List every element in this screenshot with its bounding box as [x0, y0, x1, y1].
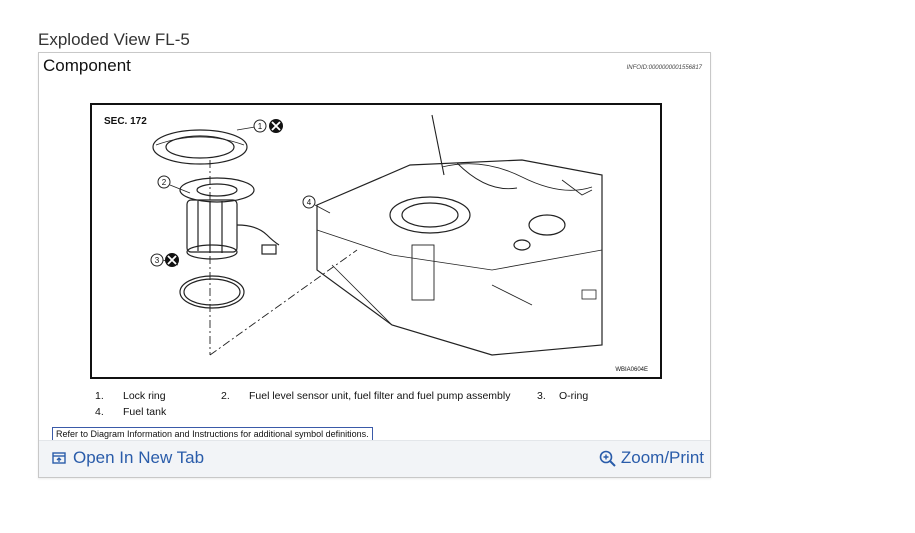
zoom-print-link[interactable]: Zoom/Print	[599, 448, 704, 468]
lock-ring-drawing	[152, 129, 248, 165]
callout-circle-3	[150, 253, 164, 267]
info-id: INFOID:0000000001556817	[626, 65, 702, 71]
callout-circle-1	[253, 119, 267, 133]
view-title: Exploded View FL-5	[38, 30, 190, 49]
fuel-tank-drawing	[316, 114, 603, 356]
open-in-new-tab-label: Open In New Tab	[73, 448, 205, 467]
legend-item-4: 4.Fuel tank	[95, 406, 167, 418]
callout-2: 2	[162, 178, 167, 187]
open-in-new-tab-link[interactable]: Open In New Tab	[51, 448, 204, 468]
zoom-print-label: Zoom/Print	[620, 448, 704, 467]
figure-code: WBIA0604E	[615, 367, 648, 373]
callout-4: 4	[307, 198, 312, 207]
component-heading: Component	[43, 56, 131, 75]
section-label: SEC. 172	[104, 116, 147, 127]
card-footer: Open In New Tab Zoom/Print	[39, 440, 710, 477]
fuel-pump-assembly-drawing	[179, 177, 280, 260]
legend-item-3: 3.O-ring	[537, 390, 589, 402]
symbol-definitions-note[interactable]: Refer to Diagram Information and Instruc…	[52, 427, 373, 441]
legend-item-2: 2.Fuel level sensor unit, fuel filter an…	[221, 390, 511, 402]
exploded-view-card: Component INFOID:0000000001556817	[38, 52, 711, 478]
legend-item-1: 1.Lock ring	[95, 390, 166, 402]
o-ring-drawing	[179, 275, 245, 309]
callout-circle-4	[302, 195, 316, 209]
zoom-in-icon	[599, 450, 616, 467]
exploded-diagram: SEC. 172 1 2 3 4 WBIA0604E	[90, 103, 662, 379]
callout-3: 3	[155, 256, 160, 265]
callout-circle-2	[157, 175, 171, 189]
open-new-tab-icon	[51, 450, 67, 466]
callout-1: 1	[258, 122, 263, 131]
parts-legend: 1.Lock ring 2.Fuel level sensor unit, fu…	[95, 390, 695, 422]
